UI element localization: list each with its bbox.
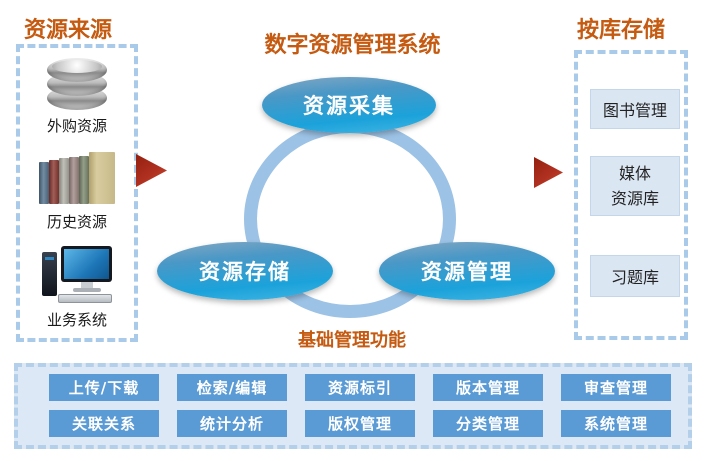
library-box-exercises: 习题库	[590, 255, 680, 297]
functions-row-2: 关联关系 统计分析 版权管理 分类管理 系统管理	[49, 410, 671, 437]
function-button-indexing: 资源标引	[305, 374, 415, 401]
page-title: 数字资源管理系统	[264, 33, 441, 58]
function-button-review: 审查管理	[561, 374, 671, 401]
cycle-caption: 基础管理功能	[298, 330, 406, 351]
right-panel-title: 按库存储	[577, 18, 666, 43]
library-box-books: 图书管理	[590, 89, 680, 129]
source-item-history: 历史资源	[39, 150, 115, 232]
node-resource-management: 资源管理	[379, 242, 555, 300]
function-button-classification: 分类管理	[433, 410, 543, 437]
basic-functions-panel: 上传/下载 检索/编辑 资源标引 版本管理 审查管理 关联关系 统计分析 版权管…	[14, 363, 692, 449]
node-label: 资源管理	[421, 260, 513, 284]
function-button-upload-download: 上传/下载	[49, 374, 159, 401]
flow-arrow-right-icon	[534, 157, 563, 188]
source-label: 历史资源	[46, 213, 107, 231]
library-label-line: 媒体	[618, 164, 651, 183]
function-button-statistics: 统计分析	[177, 410, 287, 437]
flow-arrow-left-icon	[136, 154, 167, 187]
computer-icon	[40, 246, 114, 304]
database-icon	[46, 58, 107, 110]
library-box-media: 媒体 资源库	[590, 156, 680, 216]
node-label: 资源存储	[199, 260, 291, 284]
function-button-system: 系统管理	[561, 410, 671, 437]
functions-row-1: 上传/下载 检索/编辑 资源标引 版本管理 审查管理	[49, 374, 671, 401]
node-label: 资源采集	[303, 94, 395, 118]
function-button-copyright: 版权管理	[305, 410, 415, 437]
function-button-relations: 关联关系	[49, 410, 159, 437]
source-label: 外购资源	[46, 117, 107, 135]
library-label-line: 资源库	[610, 189, 659, 208]
source-item-purchased: 外购资源	[46, 58, 107, 136]
library-label: 图书管理	[602, 101, 667, 120]
storage-by-library-box	[574, 50, 688, 340]
source-label: 业务系统	[46, 311, 107, 329]
source-item-business: 业务系统	[40, 246, 114, 330]
library-label: 习题库	[610, 268, 659, 287]
function-button-search-edit: 检索/编辑	[177, 374, 287, 401]
left-panel-title: 资源来源	[24, 18, 113, 43]
function-button-version: 版本管理	[433, 374, 543, 401]
node-resource-storage: 资源存储	[157, 242, 333, 300]
books-icon	[39, 150, 115, 206]
node-resource-collection: 资源采集	[262, 77, 436, 133]
resource-sources-box: 外购资源 历史资源 业务系统	[16, 44, 138, 342]
